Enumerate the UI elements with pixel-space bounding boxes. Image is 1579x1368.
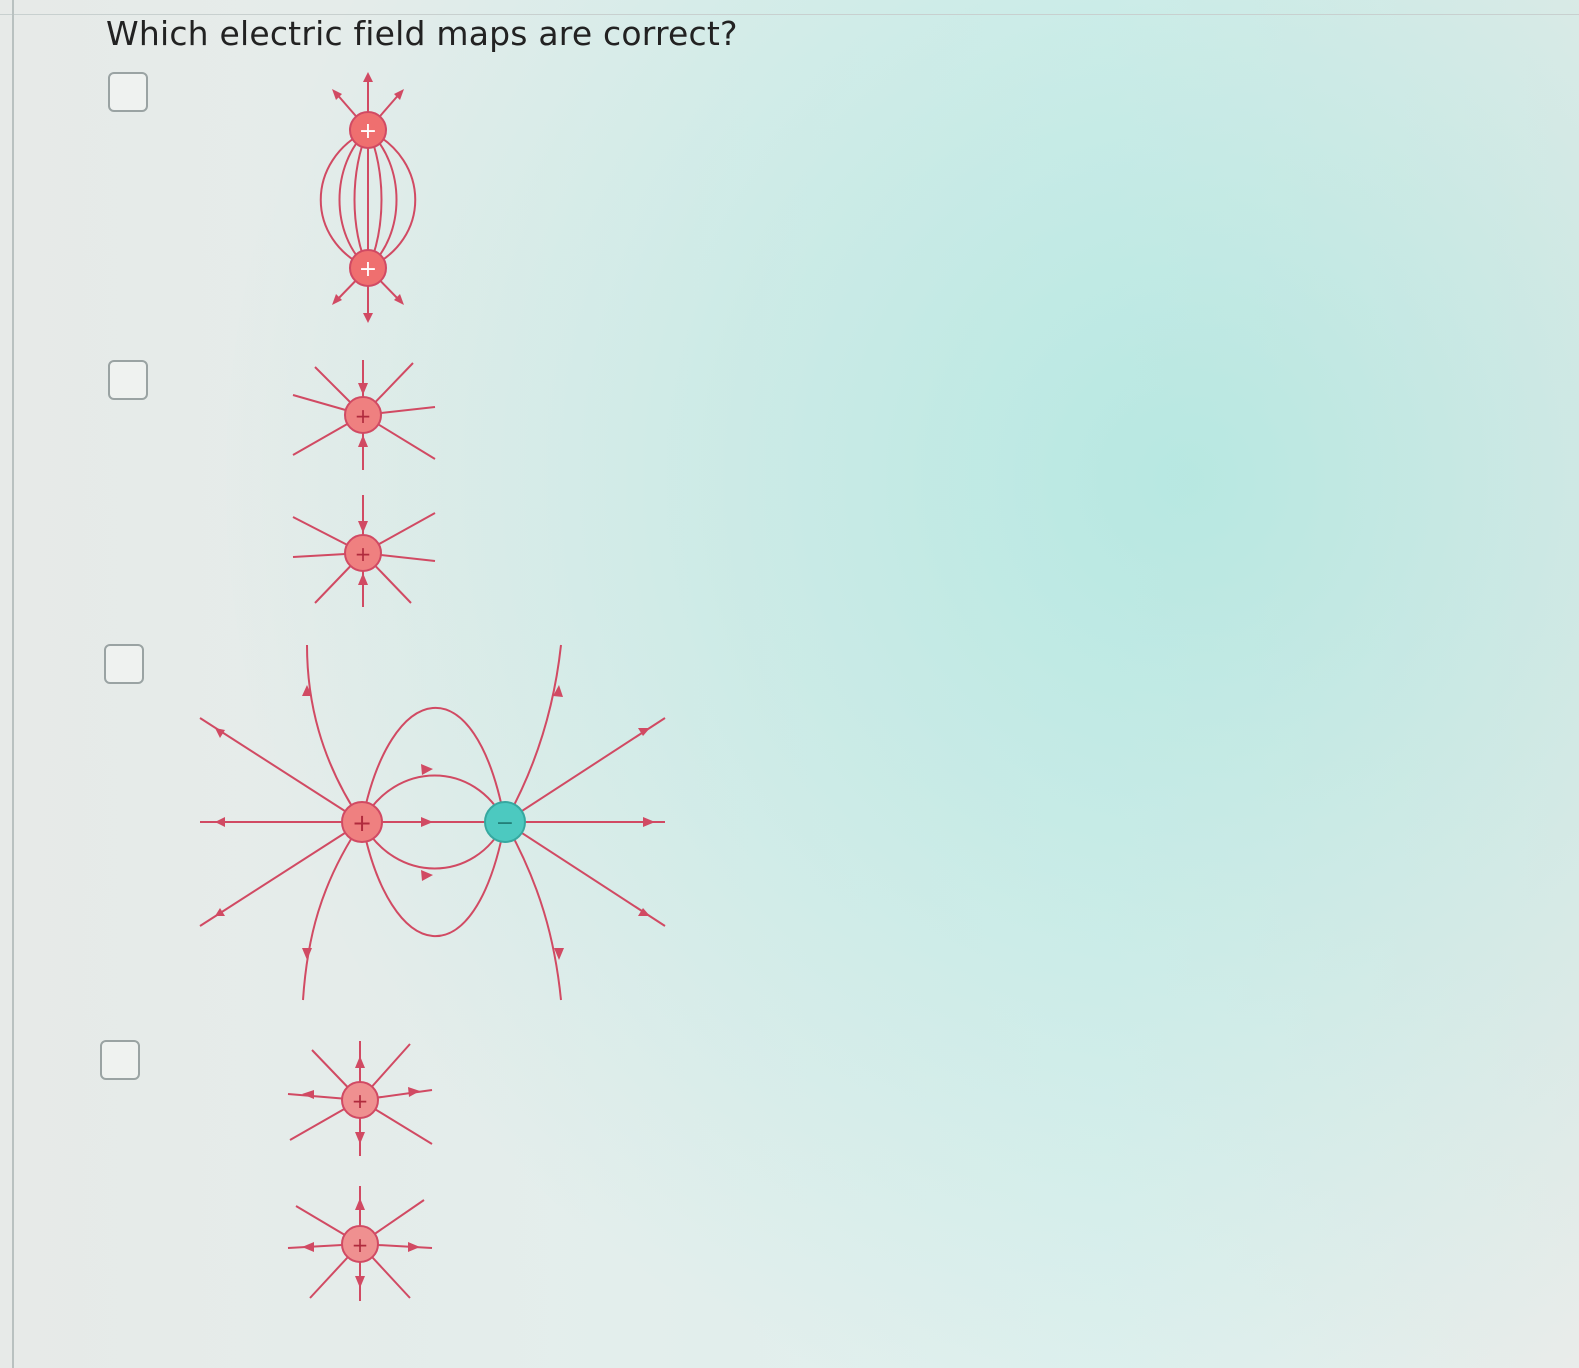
positive-charge-icon: +: [359, 257, 377, 282]
option-2-field-map: + +: [292, 360, 436, 607]
option-2-checkbox[interactable]: [108, 360, 148, 400]
top-divider: [0, 14, 1579, 15]
question-text: Which electric field maps are correct?: [106, 14, 738, 53]
negative-charge-icon: −: [496, 811, 514, 836]
positive-charge-icon: +: [352, 1089, 369, 1113]
option-3-field-map: + −: [199, 644, 666, 1001]
option-1-field-map: + +: [319, 72, 417, 323]
positive-charge-icon: +: [352, 809, 372, 837]
option-4-checkbox[interactable]: [100, 1040, 140, 1080]
positive-charge-icon: +: [355, 542, 372, 566]
option-1-checkbox[interactable]: [108, 72, 148, 112]
option-4-field-map: + +: [287, 1041, 433, 1301]
positive-charge-icon: +: [355, 404, 372, 428]
positive-charge-icon: +: [359, 119, 377, 144]
option-3-checkbox[interactable]: [104, 644, 144, 684]
left-divider: [12, 0, 14, 1368]
positive-charge-icon: +: [352, 1233, 369, 1257]
